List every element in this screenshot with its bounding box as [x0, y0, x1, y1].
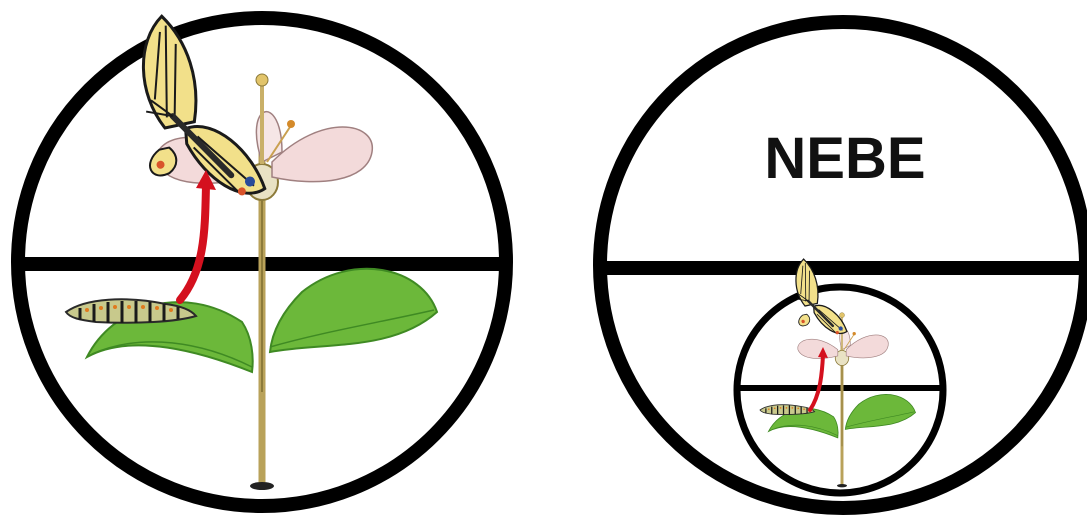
right-panel: NEBE — [600, 22, 1086, 508]
right-panel-label: NEBE — [764, 126, 925, 191]
left-panel — [18, 3, 506, 506]
